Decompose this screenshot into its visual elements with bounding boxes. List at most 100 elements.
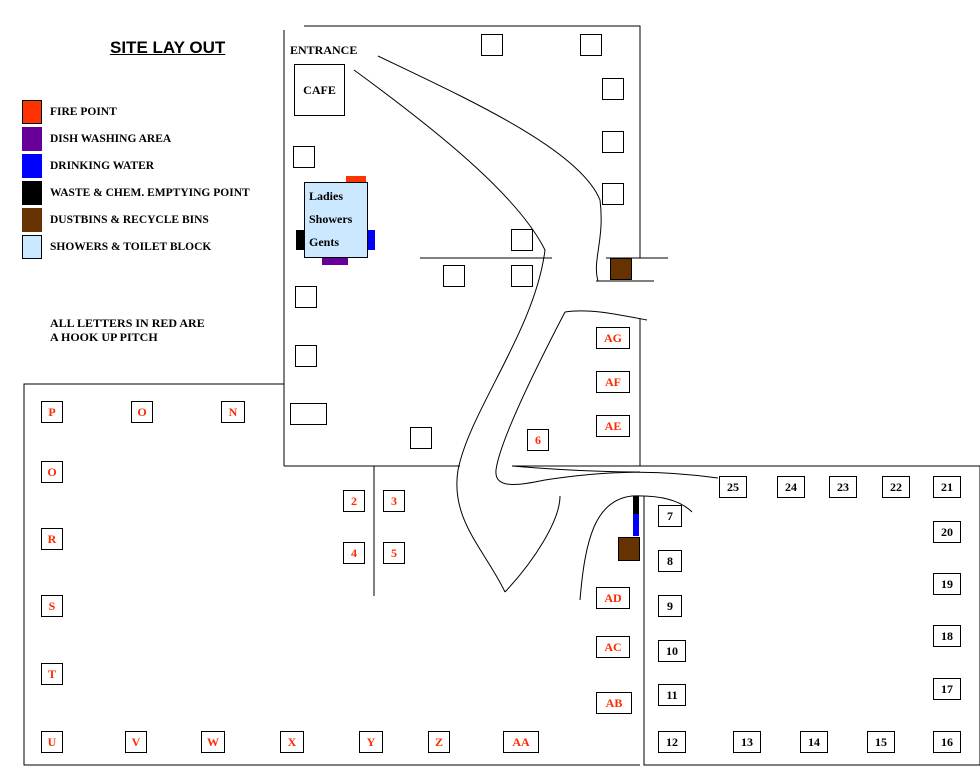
pitch-21: 21 — [933, 476, 961, 498]
track-bottom — [511, 465, 641, 473]
hookup-pitch-5: 5 — [383, 542, 405, 564]
pitch-19: 19 — [933, 573, 961, 595]
hookup-pitch-w: W — [201, 731, 225, 753]
waste-point-marker-lower — [633, 496, 639, 514]
hookup-pitch-n: N — [221, 401, 245, 423]
track-lower — [564, 310, 648, 321]
fire-point-marker — [346, 176, 366, 182]
toilet-block: Ladies Showers Gents — [304, 182, 368, 258]
track-curve-right — [495, 311, 719, 485]
hookup-pitch-ag: AG — [596, 327, 630, 349]
left-field-boundary — [23, 383, 640, 766]
hookup-note: ALL LETTERS IN RED ARE A HOOK UP PITCH — [50, 316, 205, 344]
cafe-building: CAFE — [294, 64, 345, 116]
hookup-pitch-ae: AE — [596, 415, 630, 437]
hookup-pitch-ab: AB — [596, 692, 632, 714]
toilet-block-showers: Showers — [309, 212, 353, 226]
pitch-24: 24 — [777, 476, 805, 498]
toilet-block-gents: Gents — [309, 235, 339, 249]
legend-label-water: DRINKING WATER — [50, 160, 155, 172]
hookup-pitch-2: 2 — [343, 490, 365, 512]
hookup-pitch-aa: AA — [503, 731, 539, 753]
hookup-pitch-z: Z — [428, 731, 450, 753]
hookup-pitch-y: Y — [359, 731, 383, 753]
pitch-box — [410, 427, 432, 449]
cafe-label: CAFE — [303, 82, 336, 97]
hookup-pitch-r: R — [41, 528, 63, 550]
track-right — [377, 55, 602, 282]
hookup-pitch-o-2: O — [41, 461, 63, 483]
hookup-pitch-x: X — [280, 731, 304, 753]
drinking-water-swatch — [22, 154, 42, 178]
hookup-pitch-v: V — [125, 731, 147, 753]
pitch-box — [511, 265, 533, 287]
pitch-18: 18 — [933, 625, 961, 647]
pitch-box — [443, 265, 465, 287]
pitch-23: 23 — [829, 476, 857, 498]
legend-label-waste: WASTE & CHEM. EMPTYING POINT — [50, 187, 250, 199]
hookup-pitch-t: T — [41, 663, 63, 685]
dish-washing-swatch — [22, 127, 42, 151]
dustbin-marker-lower — [618, 537, 640, 561]
entrance-label: ENTRANCE — [290, 43, 358, 57]
legend-label-fire: FIRE POINT — [50, 106, 117, 118]
dustbins-swatch — [22, 208, 42, 232]
pitch-13: 13 — [733, 731, 761, 753]
pitch-box — [295, 345, 317, 367]
pitch-box — [293, 146, 315, 168]
pitch-14: 14 — [800, 731, 828, 753]
hookup-pitch-4: 4 — [343, 542, 365, 564]
dustbin-marker-upper — [610, 258, 632, 280]
pitch-8: 8 — [658, 550, 682, 572]
pitch-15: 15 — [867, 731, 895, 753]
pitch-box — [602, 78, 624, 100]
hookup-pitch-p: P — [41, 401, 63, 423]
pitch-16: 16 — [933, 731, 961, 753]
track-left — [353, 69, 546, 593]
pitch-10: 10 — [658, 640, 686, 662]
pitch-box-wide — [290, 403, 327, 425]
pitch-box — [511, 229, 533, 251]
right-mid-edge — [512, 465, 980, 766]
pitch-box — [295, 286, 317, 308]
pitch-7: 7 — [658, 505, 682, 527]
note-line-1: ALL LETTERS IN RED ARE — [50, 316, 205, 330]
drinking-water-marker-lower — [633, 514, 639, 536]
track-lower-right — [579, 495, 693, 601]
hookup-pitch-ac: AC — [596, 636, 630, 658]
pitch-17: 17 — [933, 678, 961, 700]
waste-point-marker — [296, 230, 304, 250]
pitch-22: 22 — [882, 476, 910, 498]
map-title: SITE LAY OUT — [110, 38, 226, 57]
pitch-box — [602, 131, 624, 153]
drinking-water-marker — [368, 230, 375, 250]
dish-washing-marker — [322, 258, 348, 265]
track-bottom-curve — [504, 495, 561, 593]
pitch-20: 20 — [933, 521, 961, 543]
fire-point-swatch — [22, 100, 42, 124]
showers-swatch — [22, 235, 42, 259]
pitch-9: 9 — [658, 595, 682, 617]
legend-label-dish: DISH WASHING AREA — [50, 133, 172, 145]
top-boundary — [304, 25, 641, 258]
hookup-pitch-s: S — [41, 595, 63, 617]
legend-label-showers: SHOWERS & TOILET BLOCK — [50, 241, 212, 253]
toilet-block-ladies: Ladies — [309, 189, 344, 203]
pitch-11: 11 — [658, 684, 686, 706]
pitch-box — [481, 34, 503, 56]
pitch-12: 12 — [658, 731, 686, 753]
hookup-pitch-af: AF — [596, 371, 630, 393]
hookup-pitch-6: 6 — [527, 429, 549, 451]
hookup-pitch-ad: AD — [596, 587, 630, 609]
pitch-box — [580, 34, 602, 56]
hookup-pitch-3: 3 — [383, 490, 405, 512]
pitch-25: 25 — [719, 476, 747, 498]
note-line-2: A HOOK UP PITCH — [50, 330, 158, 344]
hookup-pitch-u: U — [41, 731, 63, 753]
pitch-box — [602, 183, 624, 205]
waste-point-swatch — [22, 181, 42, 205]
legend-label-dustbins: DUSTBINS & RECYCLE BINS — [50, 214, 209, 226]
hookup-pitch-o: O — [131, 401, 153, 423]
